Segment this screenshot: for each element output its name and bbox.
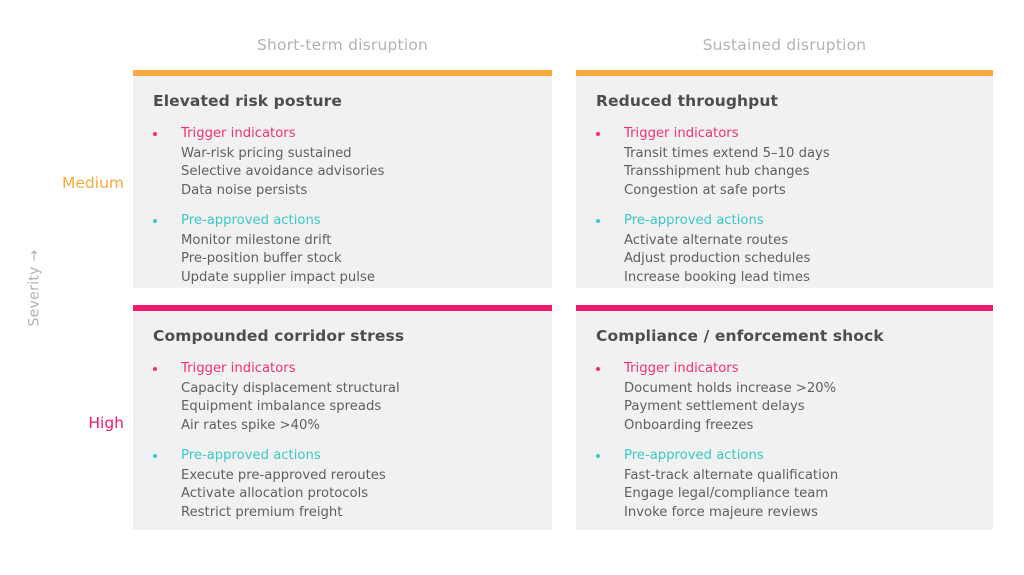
list-item: Adjust production schedules: [624, 251, 811, 266]
bullet-dot-icon: [596, 367, 600, 371]
pre-approved-action-list: Activate alternate routes Adjust product…: [596, 232, 973, 288]
card-title: Compounded corridor stress: [153, 327, 405, 345]
group-trigger-indicators: Trigger indicators Transit times extend …: [596, 125, 973, 200]
card-elevated-risk-posture[interactable]: Elevated risk posture Trigger indicators…: [133, 70, 552, 288]
list-item: Engage legal/compliance team: [624, 486, 829, 501]
list-item: Increase booking lead times: [624, 269, 810, 285]
list-item: Capacity displacement structural: [181, 380, 400, 396]
list-item: Invoke force majeure reviews: [624, 504, 818, 520]
severity-axis-label: Severity →: [14, 213, 54, 363]
list-item: Congestion at safe ports: [624, 182, 786, 198]
pre-approved-action-list: Execute pre-approved reroutes Activate a…: [153, 467, 532, 523]
list-item: Equipment imbalance spreads: [181, 399, 382, 414]
group-heading-label: Pre-approved actions: [181, 448, 321, 463]
group-pre-approved-actions: Pre-approved actions Monitor milestone d…: [153, 212, 532, 287]
group-heading-label: Pre-approved actions: [181, 213, 321, 228]
group-heading-label: Pre-approved actions: [624, 213, 764, 228]
list-item: Air rates spike >40%: [181, 417, 320, 433]
trigger-indicator-list: War-risk pricing sustained Selective avo…: [153, 145, 532, 201]
group-heading-action: Pre-approved actions: [596, 212, 973, 231]
list-item: Pre-position buffer stock: [181, 251, 342, 266]
card-accent-bar: [576, 305, 993, 311]
card-compounded-corridor-stress[interactable]: Compounded corridor stress Trigger indic…: [133, 305, 552, 530]
card-compliance-enforcement-shock[interactable]: Compliance / enforcement shock Trigger i…: [576, 305, 993, 530]
group-heading-label: Trigger indicators: [624, 126, 739, 141]
pre-approved-action-list: Monitor milestone drift Pre-position buf…: [153, 232, 532, 288]
list-item: War-risk pricing sustained: [181, 145, 352, 161]
group-pre-approved-actions: Pre-approved actions Activate alternate …: [596, 212, 973, 287]
severity-axis-text: Severity →: [26, 249, 42, 327]
bullet-dot-icon: [153, 454, 157, 458]
list-item: Selective avoidance advisories: [181, 164, 385, 179]
list-item: Monitor milestone drift: [181, 232, 332, 248]
trigger-indicator-list: Transit times extend 5–10 days Transship…: [596, 145, 973, 201]
trigger-indicator-list: Document holds increase >20% Payment set…: [596, 380, 973, 436]
group-heading-trigger: Trigger indicators: [153, 360, 532, 379]
list-item: Document holds increase >20%: [624, 380, 837, 396]
list-item: Payment settlement delays: [624, 399, 805, 414]
bullet-dot-icon: [596, 132, 600, 136]
bullet-dot-icon: [153, 367, 157, 371]
list-item: Fast-track alternate qualification: [624, 467, 839, 483]
card-accent-bar: [576, 70, 993, 76]
card-reduced-throughput[interactable]: Reduced throughput Trigger indicators Tr…: [576, 70, 993, 288]
column-header-sustained: Sustained disruption: [702, 36, 867, 54]
group-heading-label: Pre-approved actions: [624, 448, 764, 463]
group-trigger-indicators: Trigger indicators Document holds increa…: [596, 360, 973, 435]
card-title: Compliance / enforcement shock: [596, 327, 884, 345]
list-item: Transshipment hub changes: [624, 164, 810, 179]
bullet-dot-icon: [153, 219, 157, 223]
card-accent-bar: [133, 305, 552, 311]
group-trigger-indicators: Trigger indicators War-risk pricing sust…: [153, 125, 532, 200]
row-label-high: High: [88, 414, 124, 432]
group-pre-approved-actions: Pre-approved actions Execute pre-approve…: [153, 447, 532, 522]
bullet-dot-icon: [153, 132, 157, 136]
group-heading-label: Trigger indicators: [181, 361, 296, 376]
column-header-short-term: Short-term disruption: [256, 36, 429, 54]
group-heading-action: Pre-approved actions: [596, 447, 973, 466]
row-label-medium: Medium: [62, 174, 124, 192]
group-heading-action: Pre-approved actions: [153, 212, 532, 231]
list-item: Activate allocation protocols: [181, 486, 369, 501]
list-item: Update supplier impact pulse: [181, 269, 375, 285]
card-accent-bar: [133, 70, 552, 76]
group-pre-approved-actions: Pre-approved actions Fast-track alternat…: [596, 447, 973, 522]
group-heading-label: Trigger indicators: [181, 126, 296, 141]
pre-approved-action-list: Fast-track alternate qualification Engag…: [596, 467, 973, 523]
list-item: Onboarding freezes: [624, 417, 754, 433]
group-trigger-indicators: Trigger indicators Capacity displacement…: [153, 360, 532, 435]
group-heading-trigger: Trigger indicators: [596, 125, 973, 144]
bullet-dot-icon: [596, 454, 600, 458]
group-heading-label: Trigger indicators: [624, 361, 739, 376]
list-item: Activate alternate routes: [624, 232, 789, 248]
list-item: Transit times extend 5–10 days: [624, 145, 830, 161]
list-item: Restrict premium freight: [181, 504, 343, 520]
group-heading-trigger: Trigger indicators: [153, 125, 532, 144]
card-title: Reduced throughput: [596, 92, 779, 110]
list-item: Data noise persists: [181, 182, 308, 198]
trigger-indicator-list: Capacity displacement structural Equipme…: [153, 380, 532, 436]
list-item: Execute pre-approved reroutes: [181, 467, 386, 483]
card-title: Elevated risk posture: [153, 92, 342, 110]
group-heading-trigger: Trigger indicators: [596, 360, 973, 379]
group-heading-action: Pre-approved actions: [153, 447, 532, 466]
bullet-dot-icon: [596, 219, 600, 223]
